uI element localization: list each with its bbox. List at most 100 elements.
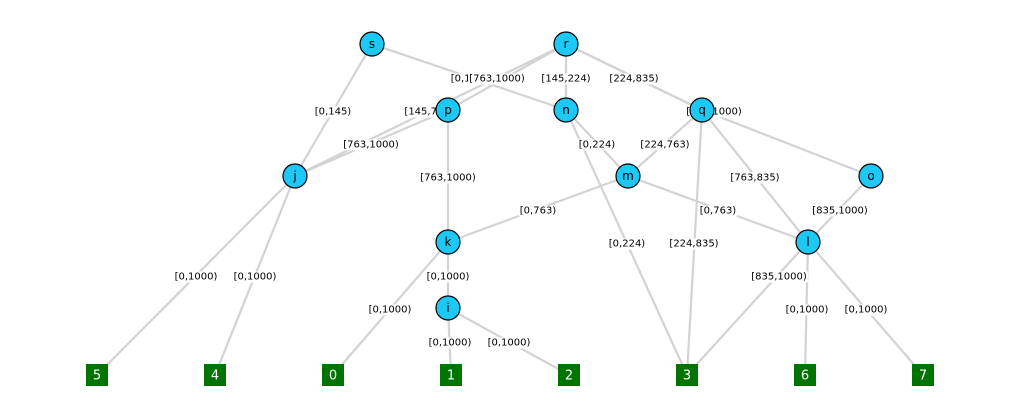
node-circle bbox=[858, 163, 884, 189]
leaf-box bbox=[204, 364, 226, 386]
edge-label-text: [0,1000) bbox=[429, 338, 472, 349]
edge-label-bg bbox=[403, 106, 455, 118]
node-label: r bbox=[564, 37, 569, 51]
edge-label-q-l: [763,835) bbox=[729, 172, 781, 184]
node-m: m bbox=[615, 163, 641, 189]
edge-label-l-7: [0,1000) bbox=[843, 304, 889, 316]
edge-label-n-3: [0,224) bbox=[607, 238, 647, 250]
leaf-node-3: 3 bbox=[676, 364, 698, 386]
node-circle bbox=[795, 229, 821, 255]
node-s: s bbox=[359, 31, 385, 57]
edge-label-bg bbox=[784, 304, 830, 316]
edge-label-bg bbox=[639, 139, 691, 151]
node-label: i bbox=[446, 301, 449, 315]
edge-label-bg bbox=[607, 238, 647, 250]
leaf-label: 7 bbox=[919, 369, 927, 384]
node-r: r bbox=[553, 31, 579, 57]
edge-label-bg bbox=[468, 73, 526, 85]
edge-label-bg bbox=[729, 172, 781, 184]
leaf-label: 3 bbox=[683, 369, 691, 384]
node-circle bbox=[435, 97, 461, 123]
edge-label-bg bbox=[342, 139, 400, 151]
leaf-node-4: 4 bbox=[204, 364, 226, 386]
edge-label-m-k: [0,763) bbox=[518, 205, 558, 217]
edge-label-bg bbox=[518, 205, 558, 217]
node-label: l bbox=[806, 235, 809, 249]
leaf-box bbox=[912, 364, 934, 386]
edge-label-bg bbox=[173, 271, 219, 283]
node-label: k bbox=[445, 235, 452, 249]
node-circle bbox=[435, 295, 461, 321]
edge-label-k-i: [0,1000) bbox=[425, 271, 471, 283]
leaf-box bbox=[440, 364, 462, 386]
edge-label-o-l: [835,1000) bbox=[811, 205, 869, 217]
edge-label-bg bbox=[843, 304, 889, 316]
edge-label-text: [145,763) bbox=[404, 107, 453, 118]
edge-label-bg bbox=[811, 205, 869, 217]
edge-label-bg bbox=[750, 271, 808, 283]
edge-label-text: [0,1000) bbox=[427, 272, 470, 283]
edge-label-bg bbox=[486, 337, 532, 349]
edge-label-l-3: [835,1000) bbox=[750, 271, 808, 283]
edge-label-bg bbox=[668, 238, 720, 250]
edge-label-bg bbox=[698, 205, 738, 217]
node-p: p bbox=[435, 97, 461, 123]
edge-label-text: [0,1000) bbox=[786, 305, 829, 316]
edge-label-text: [763,835) bbox=[730, 173, 779, 184]
edge-label-text: [0,1000) bbox=[488, 338, 531, 349]
edge-label-bg bbox=[608, 73, 660, 85]
edge-label-r-j: [763,1000) bbox=[342, 139, 400, 151]
edge-label-text: [224,763) bbox=[640, 140, 689, 151]
leaf-label: 2 bbox=[565, 369, 573, 384]
node-circle bbox=[689, 97, 715, 123]
edge-labels-layer: [0,145)[0,145)[763,1000)[763,1000)[145,2… bbox=[173, 73, 889, 349]
edge-label-i-1: [0,1000) bbox=[427, 337, 473, 349]
edge-l-3 bbox=[686, 241, 809, 376]
node-j: j bbox=[282, 163, 308, 189]
node-label: j bbox=[292, 169, 296, 183]
node-q: q bbox=[689, 97, 715, 123]
edge-label-text: [835,1000) bbox=[812, 206, 868, 217]
leaf-box bbox=[676, 364, 698, 386]
edge-label-k-0: [0,1000) bbox=[367, 304, 413, 316]
edge-label-text: [763,1000) bbox=[343, 140, 399, 151]
edge-label-r-n: [145,224) bbox=[540, 73, 592, 85]
node-i: i bbox=[435, 295, 461, 321]
leaf-node-1: 1 bbox=[440, 364, 462, 386]
edge-label-text: [0,1000) bbox=[234, 272, 277, 283]
node-circle bbox=[282, 163, 308, 189]
edge-label-bg bbox=[425, 271, 471, 283]
edge-label-text: [145,224) bbox=[541, 74, 590, 85]
edge-label-bg bbox=[540, 73, 592, 85]
edge-label-j-4: [0,1000) bbox=[232, 271, 278, 283]
leaf-node-0: 0 bbox=[322, 364, 344, 386]
edges-layer bbox=[96, 42, 924, 376]
node-o: o bbox=[858, 163, 884, 189]
edge-label-s-j: [0,145) bbox=[313, 106, 353, 118]
edge-label-text: [0,763) bbox=[700, 206, 737, 217]
leaf-box bbox=[322, 364, 344, 386]
edge-label-text: [763,1000) bbox=[420, 173, 476, 184]
edge-label-bg bbox=[577, 139, 617, 151]
node-label: s bbox=[369, 37, 375, 51]
edge-label-q-m: [224,763) bbox=[639, 139, 691, 151]
edge-label-text: [0,1000) bbox=[369, 305, 412, 316]
node-l: l bbox=[795, 229, 821, 255]
edge-label-text: [763,1000) bbox=[469, 74, 525, 85]
edge-label-bg bbox=[419, 172, 477, 184]
edge-label-p-k: [763,1000) bbox=[419, 172, 477, 184]
node-label: o bbox=[867, 169, 874, 183]
leaf-node-5: 5 bbox=[86, 364, 108, 386]
leaf-label: 5 bbox=[93, 369, 101, 384]
node-label: p bbox=[444, 103, 452, 117]
edge-label-text: [0,224) bbox=[579, 140, 616, 151]
edge-label-text: [224,835) bbox=[669, 239, 718, 250]
leaf-label: 4 bbox=[211, 369, 219, 384]
leaf-label: 0 bbox=[329, 369, 337, 384]
edge-label-p-j: [145,763) bbox=[403, 106, 455, 118]
edge-label-bg bbox=[367, 304, 413, 316]
edge-label-text: [0,1000) bbox=[175, 272, 218, 283]
edge-label-l-6: [0,1000) bbox=[784, 304, 830, 316]
